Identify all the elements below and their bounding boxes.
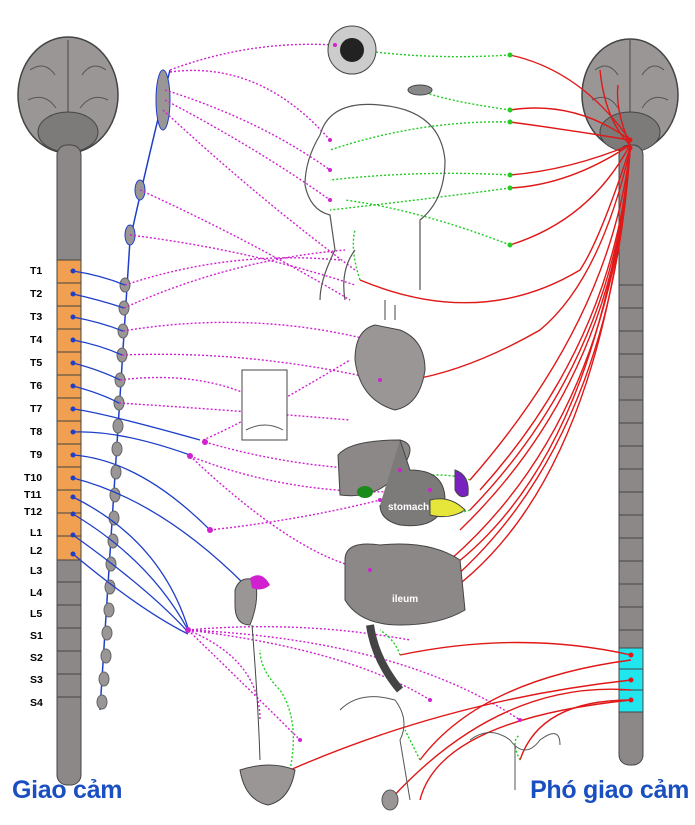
segment-label-t3: T3: [30, 311, 42, 323]
segment-label-l5: L5: [30, 608, 42, 620]
segment-label-t2: T2: [30, 288, 42, 300]
segment-label-t8: T8: [30, 426, 42, 438]
segment-label-s4: S4: [30, 697, 43, 709]
head-and-neck: [305, 104, 445, 300]
skin-inset: [242, 370, 287, 440]
segment-label-s3: S3: [30, 674, 43, 686]
segment-label-t12: T12: [24, 506, 42, 518]
intestines: ileum: [345, 544, 465, 690]
eye: [328, 26, 376, 74]
left-brain: [18, 37, 118, 153]
segment-label-t6: T6: [30, 380, 42, 392]
segment-label-t5: T5: [30, 357, 42, 369]
segment-label-t1: T1: [30, 265, 42, 277]
male-genitalia: [340, 697, 410, 810]
segment-label-s2: S2: [30, 652, 43, 664]
kidney-adrenal: [235, 575, 270, 760]
segment-label-l2: L2: [30, 545, 42, 557]
stomach-label: stomach: [388, 502, 429, 513]
sympathetic-postganglionic-fibers: [119, 44, 520, 740]
parasympathetic-caption: Phó giao cảm: [530, 776, 689, 805]
ileum-label: ileum: [392, 594, 418, 605]
segment-label-t11: T11: [24, 489, 42, 501]
segment-label-l1: L1: [30, 527, 42, 539]
sympathetic-chain: [97, 70, 170, 710]
sympathetic-caption: Giao cảm: [12, 776, 122, 805]
segment-labels: T1 T2 T3 T4 T5 T6 T7 T8 T9 T10 T11 T12 L…: [24, 265, 43, 709]
segment-label-l3: L3: [30, 565, 42, 577]
parasympathetic-ganglia: [508, 53, 513, 248]
spleen: [455, 470, 468, 497]
parasympathetic-preganglionic-fibers: [290, 55, 631, 800]
pancreas: [430, 499, 465, 517]
segment-label-s1: S1: [30, 630, 43, 642]
parasympathetic-postganglionic-fibers: [260, 50, 520, 770]
segment-label-t7: T7: [30, 403, 42, 415]
lacrimal-gland: [408, 85, 432, 95]
segment-label-t10: T10: [24, 472, 42, 484]
segment-label-t4: T4: [30, 334, 42, 346]
segment-label-l4: L4: [30, 587, 42, 599]
bladder: [240, 765, 295, 805]
segment-label-t9: T9: [30, 449, 42, 461]
heart: [355, 300, 425, 410]
